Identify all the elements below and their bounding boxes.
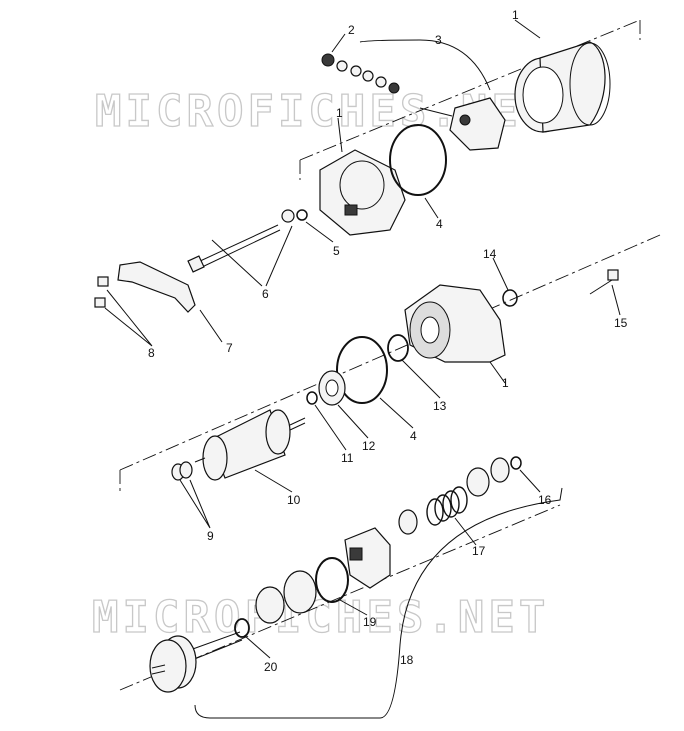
- callout-labels: 1 2 3 1 4 5 6 7 8 14 15 1 13 4 12 11 10 …: [148, 8, 628, 674]
- callout-4-lower: 4: [410, 429, 417, 443]
- callout-4-upper: 4: [436, 217, 443, 231]
- callout-11: 11: [341, 451, 354, 465]
- retainer-part: [255, 570, 317, 624]
- collar-part: [466, 457, 510, 497]
- bolt-15-part: [589, 269, 619, 295]
- callout-18: 18: [400, 653, 414, 667]
- clip-20-part: [234, 618, 250, 638]
- callout-1-front: 1: [502, 376, 509, 390]
- nut-washer-stack: [321, 53, 400, 94]
- callout-6: 6: [262, 287, 269, 301]
- washer-part: [296, 209, 308, 221]
- bracket-bolts: [94, 276, 109, 308]
- callout-1-endcover: 1: [336, 106, 343, 120]
- washer-11-part: [306, 391, 318, 405]
- callout-13: 13: [433, 399, 447, 413]
- callout-10: 10: [287, 493, 301, 507]
- washer-16-part: [510, 456, 522, 470]
- callout-14: 14: [483, 247, 497, 261]
- o-ring-upper: [389, 124, 447, 196]
- o-ring-13: [387, 334, 409, 362]
- washer-14-part: [502, 289, 518, 307]
- housing-cylinder-part: [514, 41, 611, 133]
- callout-7: 7: [226, 341, 233, 355]
- callout-16: 16: [538, 493, 552, 507]
- clutch-gear-part: [344, 527, 391, 589]
- callout-2: 2: [348, 23, 355, 37]
- washers-9: [171, 461, 193, 481]
- spring-part: [426, 486, 468, 526]
- callout-5: 5: [333, 244, 340, 258]
- pinion-shaft-part: [149, 631, 243, 693]
- callout-17: 17: [472, 544, 486, 558]
- sleeve-part: [398, 509, 418, 535]
- through-bolt-part: [187, 209, 295, 273]
- ring-19: [315, 557, 349, 603]
- callout-20: 20: [264, 660, 278, 674]
- callout-3: 3: [435, 33, 442, 47]
- callout-8: 8: [148, 346, 155, 360]
- callout-19: 19: [363, 615, 377, 629]
- watermark-bottom: MICROFICHES.NET: [92, 592, 549, 643]
- o-ring-lower: [336, 336, 388, 404]
- mounting-bracket-part: [117, 261, 196, 313]
- front-housing-part: [404, 284, 506, 363]
- callout-12: 12: [362, 439, 376, 453]
- armature-part: [194, 409, 306, 481]
- end-cover-part: [319, 149, 406, 236]
- callout-1-top: 1: [512, 8, 519, 22]
- bearing-part: [318, 370, 346, 406]
- brush-holder-part: [419, 97, 506, 151]
- callout-15: 15: [614, 316, 628, 330]
- leader-lines: [104, 19, 621, 719]
- callout-9: 9: [207, 529, 214, 543]
